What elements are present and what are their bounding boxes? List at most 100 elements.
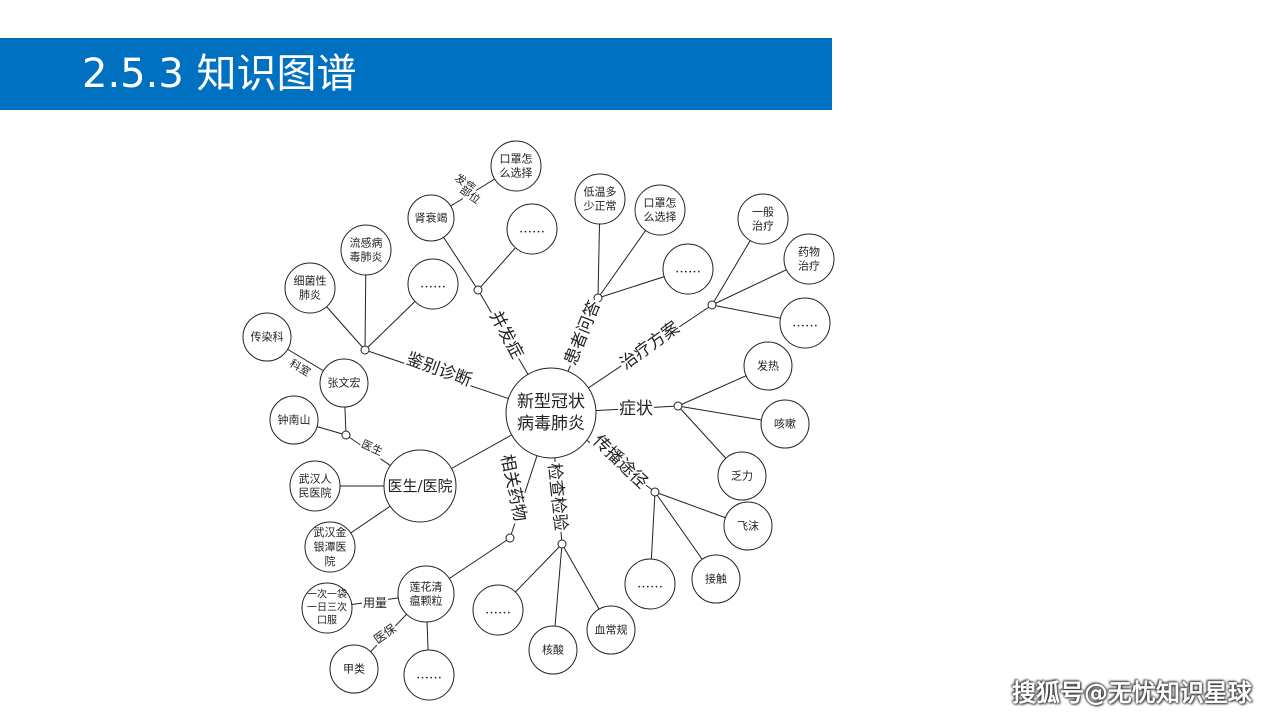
node-etc-diagnosis-label: …… <box>420 277 446 292</box>
svg-text:并发症: 并发症 <box>485 308 527 362</box>
edge-label-huanzhe: 患者问答 <box>560 296 606 370</box>
j-symptom-dot <box>673 401 683 411</box>
node-cough-label: 咳嗽 <box>774 417 796 431</box>
node-etc-drug-label: …… <box>416 668 442 683</box>
node-etc-qa-label: …… <box>675 262 701 277</box>
node-etc-exam: …… <box>472 584 524 636</box>
node-flu-label: 流感病 <box>350 235 383 249</box>
node-fever: 发热 <box>743 341 793 391</box>
node-zhang-label: 张文宏 <box>328 376 361 390</box>
node-blood-label: 血常规 <box>595 623 628 637</box>
svg-text:检查检验: 检查检验 <box>544 462 571 532</box>
node-droplet: 飞沫 <box>723 501 773 551</box>
j-diagnosis-dot <box>360 345 370 355</box>
node-doctor-label: 医生/医院 <box>387 477 452 495</box>
node-fever-label: 发热 <box>757 359 779 373</box>
svg-text:患者问答: 患者问答 <box>561 298 605 369</box>
node-etc-drug: …… <box>403 649 455 701</box>
node-etc-complication: …… <box>506 203 558 255</box>
node-dosage-label: 一日三次 <box>307 601 347 614</box>
node-nucleic-label: 核酸 <box>542 643 564 657</box>
svg-text:症状: 症状 <box>619 399 653 419</box>
node-infectious: 传染科 <box>242 312 292 362</box>
node-shuaijie-label: 肾衰竭 <box>415 211 448 225</box>
svg-text:相关药物: 相关药物 <box>496 453 530 524</box>
watermark: 搜狐号@无忧知识星球 <box>1012 679 1252 707</box>
node-mask1-label: 口罩怎 <box>500 151 533 165</box>
node-jinyintan-label: 银潭医 <box>314 540 347 554</box>
node-etc-treatment-label: …… <box>792 316 818 331</box>
node-infectious-label: 传染科 <box>251 330 284 344</box>
node-zhong: 钟南山 <box>269 395 319 445</box>
node-cough: 咳嗽 <box>760 399 810 449</box>
node-wuhan-people-label: 武汉人 <box>299 472 332 485</box>
node-fatigue-label: 乏力 <box>731 470 753 483</box>
node-center-label: 新型冠状 <box>517 392 585 412</box>
node-etc-exam-label: …… <box>485 603 511 618</box>
page-title: 2.5.3 知识图谱 <box>82 51 357 97</box>
node-etc-diagnosis: …… <box>407 258 459 310</box>
node-center-label: 病毒肺炎 <box>517 414 585 434</box>
node-classa-label: 甲类 <box>343 662 365 676</box>
node-nucleic: 核酸 <box>528 625 578 675</box>
node-contact-label: 接触 <box>705 572 727 586</box>
j-doctor-dot <box>341 430 351 440</box>
j-drug-dot <box>505 533 515 543</box>
node-mask2-label: 口罩怎 <box>644 195 677 209</box>
node-etc-transmission-label: …… <box>637 577 663 592</box>
edge-label-yibao: 医保 <box>370 620 400 648</box>
node-mask2-label: 么选择 <box>644 210 677 224</box>
edge-label-jianbie: 鉴别诊断 <box>402 348 476 392</box>
node-lianhua-label: 莲花清 <box>410 580 443 593</box>
edge-label-yisheng: 医生 <box>358 437 386 460</box>
node-zhang: 张文宏 <box>319 358 369 408</box>
edge-label-yongliang: 用量 <box>362 595 388 611</box>
node-general-label: 治疗 <box>752 219 774 233</box>
node-bacterial-label: 肺炎 <box>299 289 321 302</box>
node-dosage-label: 口服 <box>317 615 337 627</box>
node-wuhan-people-label: 民医院 <box>299 486 332 500</box>
node-fatigue: 乏力 <box>717 451 767 501</box>
edge-label-bingfa: 并发症 <box>484 306 528 364</box>
node-doctor: 医生/医院 <box>383 449 457 523</box>
edge-label-zhiliao: 治疗方案 <box>615 316 685 376</box>
node-lowtemp-label: 少正常 <box>584 200 617 213</box>
node-flu-label: 毒肺炎 <box>350 251 383 264</box>
node-blood: 血常规 <box>586 605 636 655</box>
edge-label-jiancha: 检查检验 <box>542 461 572 533</box>
j-treatment-dot <box>707 300 717 310</box>
svg-text:鉴别诊断: 鉴别诊断 <box>404 349 475 391</box>
node-etc-complication-label: …… <box>519 222 545 237</box>
node-contact: 接触 <box>691 554 741 604</box>
node-etc-transmission: …… <box>624 558 676 610</box>
node-shuaijie: 肾衰竭 <box>407 194 455 242</box>
node-zhong-label: 钟南山 <box>278 413 311 427</box>
node-droplet-label: 飞沫 <box>737 520 759 533</box>
edge-label-xiangguan: 相关药物 <box>495 451 531 525</box>
node-drugtreat-label: 治疗 <box>798 259 820 273</box>
j-exam-dot <box>557 539 567 549</box>
edge-label-keshi: 科室 <box>286 356 314 380</box>
svg-text:治疗方案: 治疗方案 <box>617 318 684 374</box>
node-general-label: 一般 <box>752 205 774 218</box>
edge-label-zhengzhuang: 症状 <box>618 398 654 420</box>
node-etc-treatment: …… <box>779 297 831 349</box>
node-jinyintan-label: 武汉金 <box>314 525 347 539</box>
node-mask1-label: 么选择 <box>500 166 533 180</box>
node-dosage-label: 一次一袋 <box>307 588 347 601</box>
node-lowtemp-label: 低温多 <box>584 184 617 198</box>
svg-text:传播途径: 传播途径 <box>589 431 652 493</box>
